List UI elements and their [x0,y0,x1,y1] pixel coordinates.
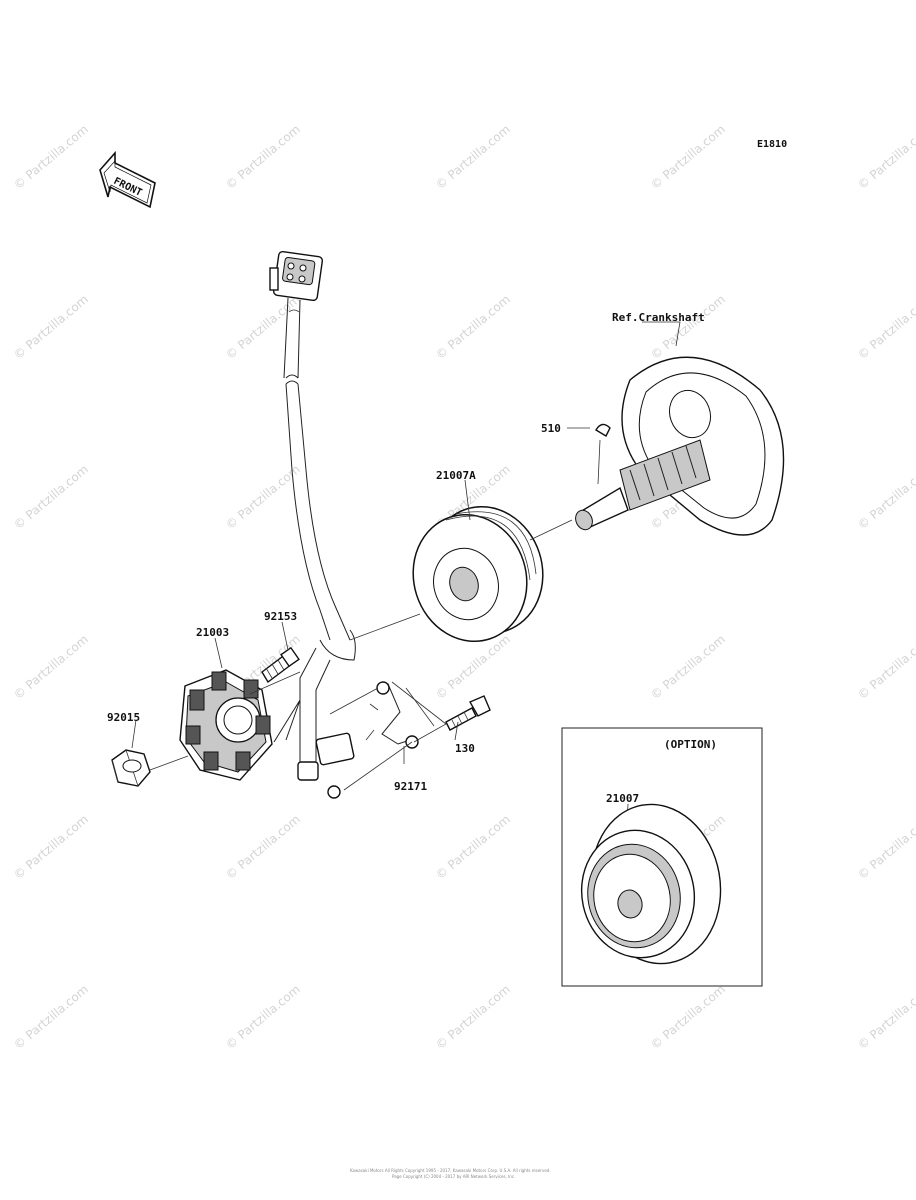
label-510: 510 [541,422,561,435]
watermark-text: © Partzilla.com [11,122,91,192]
watermark-text: © Partzilla.com [11,632,91,702]
bolt [261,646,300,684]
nut [111,749,151,787]
watermark-text: © Partzilla.com [223,292,303,362]
woodruff-key [595,423,611,437]
footer-copyright: Kawasaki Motors All Rights Copyright 199… [350,1168,551,1173]
watermark-text: © Partzilla.com [855,292,916,362]
optional-rotor [580,803,722,965]
label-92153: 92153 [264,610,297,623]
label-21003: 21003 [196,626,229,639]
option-label: (OPTION) [664,738,717,751]
crankshaft [575,356,785,536]
watermark-text: © Partzilla.com [648,982,728,1052]
footer-page-copyright: Page Copyright (C) 2004 - 2017 by ARI Ne… [392,1174,515,1179]
wiring-harness [269,250,356,770]
label-92015: 92015 [107,711,140,724]
watermark-text: © Partzilla.com [223,812,303,882]
watermark-text: © Partzilla.com [11,292,91,362]
plate [365,681,419,749]
label-21007: 21007 [606,792,639,805]
watermark-text: © Partzilla.com [648,632,728,702]
pickup-coil [297,732,355,799]
label-92171: 92171 [394,780,427,793]
watermark-text: © Partzilla.com [648,292,728,362]
watermark-text: © Partzilla.com [855,812,916,882]
label-ref-crankshaft: Ref.Crankshaft [612,311,705,324]
label-21007a: 21007A [436,469,476,482]
watermark-text: © Partzilla.com [433,292,513,362]
watermark-text: © Partzilla.com [223,982,303,1052]
diagram-code: E1810 [757,139,787,150]
watermark-text: © Partzilla.com [223,462,303,532]
rotor [412,505,544,643]
watermark-text: © Partzilla.com [433,812,513,882]
watermark-text: © Partzilla.com [11,462,91,532]
watermark-text: © Partzilla.com [855,632,916,702]
watermark-text: © Partzilla.com [648,122,728,192]
watermark-text: © Partzilla.com [433,632,513,702]
watermark-text: © Partzilla.com [11,982,91,1052]
front-arrow-icon: FRONT [99,150,156,209]
watermark-text: © Partzilla.com [433,122,513,192]
watermark-text: © Partzilla.com [855,122,916,192]
option-box: (OPTION) [561,727,763,987]
bolt [445,695,491,731]
watermark-text: © Partzilla.com [855,982,916,1052]
leader-lines [131,321,681,841]
stator [179,669,273,781]
watermark-text: © Partzilla.com [433,982,513,1052]
label-130: 130 [455,742,475,755]
watermark-text: © Partzilla.com [223,122,303,192]
watermark-text: © Partzilla.com [855,462,916,532]
watermark-text: © Partzilla.com [11,812,91,882]
